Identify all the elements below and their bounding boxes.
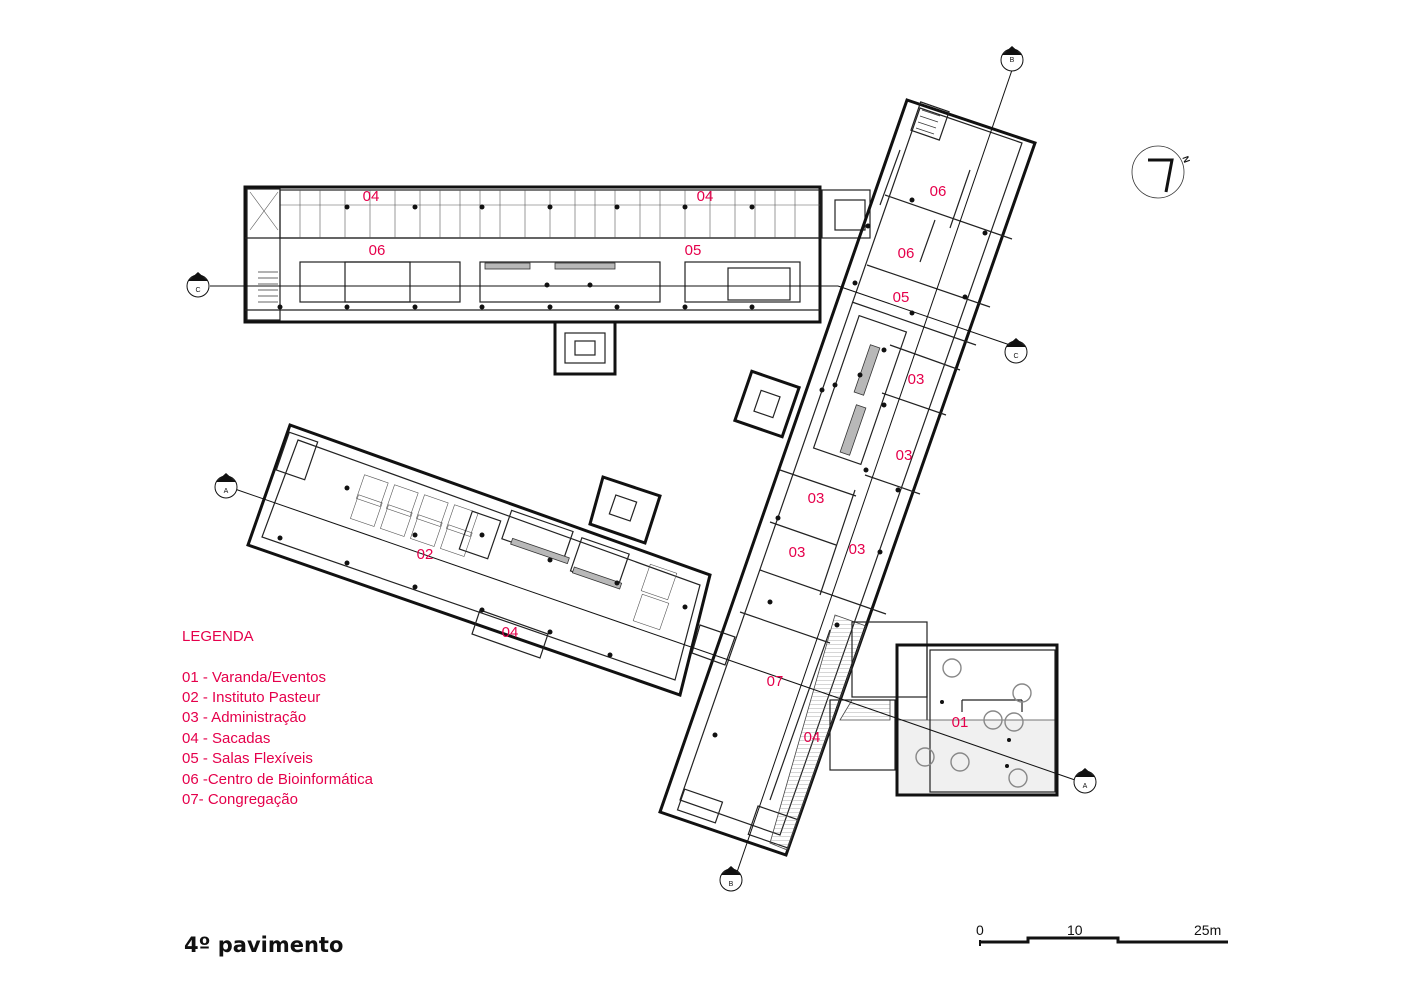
room-label: 04 [697, 188, 714, 205]
room-label: 03 [849, 541, 866, 558]
section-marker-letter: C [195, 287, 200, 294]
room-label: 01 [952, 714, 969, 731]
section-marker-a-right: A [1073, 768, 1097, 794]
legend: LEGENDA 01 - Varanda/Eventos 02 - Instit… [182, 628, 374, 808]
room-label: 03 [808, 490, 825, 507]
section-marker-letter: B [729, 881, 734, 888]
section-marker-letter: A [224, 488, 229, 495]
room-label: 06 [898, 245, 915, 262]
room-label: 03 [896, 447, 913, 464]
room-label: 05 [685, 242, 702, 259]
scale-label-10: 10 [1067, 922, 1083, 938]
room-label: 04 [363, 188, 380, 205]
room-label: 04 [804, 729, 821, 746]
top-wing [243, 185, 871, 376]
section-marker-letter: A [1083, 783, 1088, 790]
legend-item: 07- Congregação [182, 791, 298, 808]
legend-item: 01 - Varanda/Eventos [182, 669, 326, 686]
section-marker-b-bottom: B [719, 866, 743, 892]
room-label: 05 [893, 289, 910, 306]
room-label: 06 [930, 183, 947, 200]
legend-item: 05 - Salas Flexíveis [182, 750, 313, 767]
section-marker-c-right: C [1004, 338, 1028, 364]
section-marker-c-left: C [186, 272, 210, 298]
legend-item: 03 - Administração [182, 709, 306, 726]
floor-title: 4º pavimento [184, 933, 343, 957]
southwest-wing [246, 423, 736, 697]
section-marker-a-left: A [214, 473, 238, 499]
north-letter: N [1180, 155, 1192, 165]
north-arrow-icon: N [1131, 145, 1192, 199]
legend-title: LEGENDA [182, 628, 254, 645]
legend-item: 04 - Sacadas [182, 730, 270, 747]
scale-bar: 0 10 25m [976, 922, 1228, 946]
room-label: 07 [767, 673, 784, 690]
east-terrace [829, 621, 1059, 797]
room-label: 02 [417, 546, 434, 563]
section-marker-letter: B [1010, 57, 1015, 64]
scale-label-25: 25m [1194, 922, 1221, 938]
room-label: 04 [502, 624, 519, 641]
legend-item: 06 -Centro de Bioinformática [182, 771, 374, 788]
section-lines [210, 69, 1076, 879]
section-marker-letter: C [1013, 353, 1018, 360]
section-marker-b-top: B [1000, 46, 1024, 72]
scale-label-0: 0 [976, 922, 984, 938]
room-label: 03 [789, 544, 806, 561]
room-label: 06 [369, 242, 386, 259]
legend-item: 02 - Instituto Pasteur [182, 689, 320, 706]
room-label: 03 [908, 371, 925, 388]
